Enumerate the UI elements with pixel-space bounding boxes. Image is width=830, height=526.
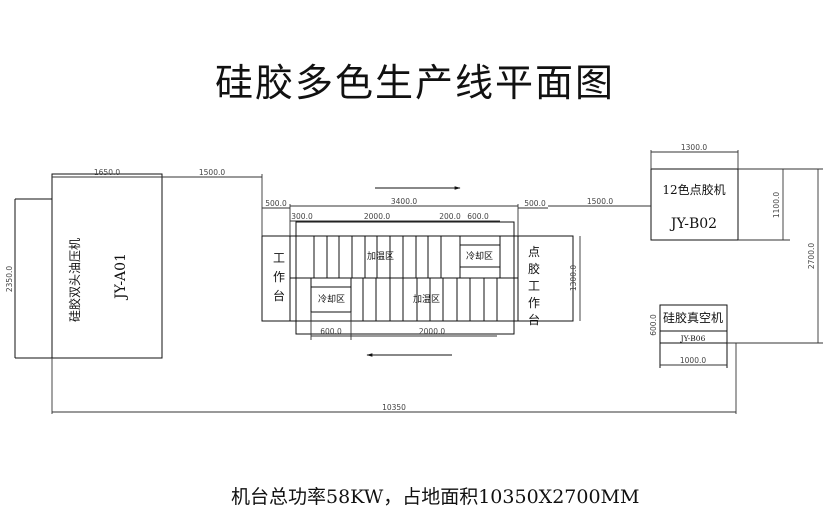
dim-a01-width: 1650.0	[94, 168, 120, 177]
dim-left-bench: 500.0	[265, 199, 287, 208]
conveyor-slats-bottom	[310, 278, 498, 321]
heat-zone-bottom-label: 加温区	[413, 294, 440, 305]
machine-a01-outline	[51, 173, 163, 359]
production-line: 加温区 冷却区 冷却区 加温区 工作台 点胶工作台	[261, 186, 574, 357]
dim-first-cell: 300.0	[291, 212, 313, 221]
machine-a01-name: 硅胶双头油压机	[67, 238, 82, 322]
workstation-left-label: 工作台	[273, 251, 285, 303]
dimension-lines: 1650.0 2350.0 1500.0 3400.0 500.0 300.0 …	[5, 143, 823, 414]
cool-zone-top	[459, 244, 501, 268]
dim-b02-height: 1100.0	[772, 192, 781, 218]
dim-gap-top: 200.0	[439, 212, 461, 221]
machine-b06-name: 硅胶真空机	[663, 310, 723, 325]
machine-b02: 12色点胶机 JY-B02	[650, 168, 739, 241]
dim-line-height: 1300.0	[569, 265, 578, 291]
dim-b06-height: 600.0	[649, 314, 658, 336]
dim-total-length: 10350	[382, 403, 406, 412]
dim-b02-width: 1300.0	[681, 143, 707, 152]
dim-total-height: 2700.0	[807, 243, 816, 269]
machine-b06: 硅胶真空机 JY-B06	[659, 304, 728, 368]
power-area-summary: 机台总功率58KW，占地面积10350X2700MM	[231, 486, 640, 508]
machine-b02-name: 12色点胶机	[662, 182, 725, 197]
machine-b02-outline	[650, 168, 739, 241]
dim-line-length: 3400.0	[391, 197, 417, 206]
machine-b06-outline	[659, 304, 728, 344]
machine-b06-code: JY-B06	[680, 334, 706, 343]
dim-cool-bottom: 600.0	[320, 327, 342, 336]
heat-zone-top-label: 加温区	[367, 251, 394, 262]
dim-a01-height: 2350.0	[5, 266, 14, 292]
dim-gap-line-b02: 1500.0	[587, 197, 613, 206]
workstation-right-label: 点胶工作台	[528, 245, 540, 327]
dim-right-bench: 500.0	[524, 199, 546, 208]
machine-b02-code: JY-B02	[669, 216, 717, 232]
cool-zone-top-label: 冷却区	[466, 250, 493, 262]
dim-cool-top: 600.0	[467, 212, 489, 221]
dim-gap-a01-line: 1500.0	[199, 168, 225, 177]
cool-zone-bottom	[310, 286, 352, 313]
machine-a01: 硅胶双头油压机 JY-A01	[14, 173, 163, 359]
page-title: 硅胶多色生产线平面图	[214, 61, 615, 105]
dim-heat-bottom: 2000.0	[419, 327, 445, 336]
dim-heat-top: 2000.0	[364, 212, 390, 221]
cool-zone-bottom-label: 冷却区	[318, 293, 345, 305]
machine-a01-code: JY-A01	[113, 253, 129, 301]
dim-b06-width: 1000.0	[680, 356, 706, 365]
